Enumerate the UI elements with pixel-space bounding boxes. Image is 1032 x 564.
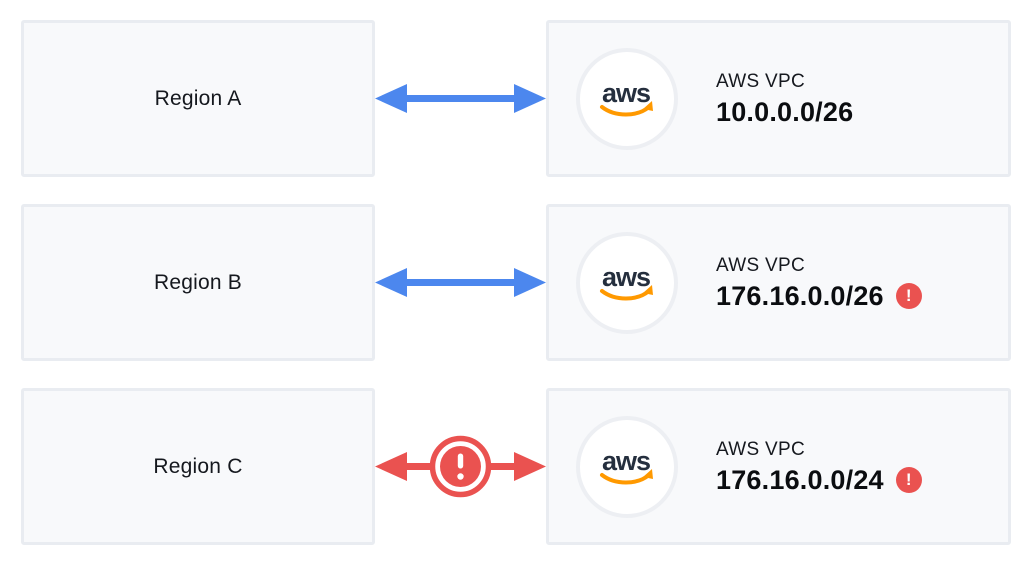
aws-icon: aws xyxy=(576,415,678,518)
connection-c xyxy=(375,388,546,545)
region-box-c: Region C xyxy=(21,388,375,545)
cidr-line: 176.16.0.0/26 ! xyxy=(716,279,922,313)
bidirectional-arrow-warning-icon xyxy=(375,435,546,498)
diagram-rows: Region A aws AWS VPC xyxy=(21,20,1011,545)
aws-logo-icon: aws xyxy=(600,78,653,116)
region-box-b: Region B xyxy=(21,204,375,361)
vpc-label: AWS VPC xyxy=(716,71,806,92)
connection-a xyxy=(375,20,546,177)
bidirectional-arrow-icon xyxy=(375,268,546,297)
region-label: Region C xyxy=(153,454,243,478)
cidr-line: 176.16.0.0/24 ! xyxy=(716,463,922,497)
bidirectional-arrow-icon xyxy=(375,84,546,113)
vpc-card-c: aws AWS VPC 176.16.0.0/24 ! xyxy=(546,388,1011,545)
region-label: Region B xyxy=(154,270,242,294)
vpc-cidr: 176.16.0.0/24 xyxy=(716,465,884,495)
vpc-cidr: 176.16.0.0/26 xyxy=(716,281,884,311)
svg-text:aws: aws xyxy=(602,78,650,108)
peering-row-b: Region B aws AWS VPC xyxy=(21,204,1011,361)
vpc-cidr: 10.0.0.0/26 xyxy=(716,97,854,127)
vpc-label: AWS VPC xyxy=(716,439,806,460)
vpc-text-block: AWS VPC 10.0.0.0/26 ! xyxy=(716,68,853,129)
vpc-label: AWS VPC xyxy=(716,255,806,276)
aws-icon: aws xyxy=(576,47,678,150)
vpc-text-block: AWS VPC 176.16.0.0/24 ! xyxy=(716,436,922,497)
aws-logo-icon: aws xyxy=(600,446,653,484)
cidr-line: 10.0.0.0/26 ! xyxy=(716,95,853,129)
svg-text:aws: aws xyxy=(602,446,650,476)
warning-icon: ! xyxy=(895,467,922,493)
connection-b xyxy=(375,204,546,361)
region-label: Region A xyxy=(154,86,242,110)
vpc-card-a: aws AWS VPC 10.0.0.0/26 ! xyxy=(546,20,1011,177)
peering-row-c: Region C aws xyxy=(21,388,1011,545)
aws-icon: aws xyxy=(576,231,678,334)
peering-row-a: Region A aws AWS VPC xyxy=(21,20,1011,177)
vpc-text-block: AWS VPC 176.16.0.0/26 ! xyxy=(716,252,922,313)
region-box-a: Region A xyxy=(21,20,375,177)
svg-text:aws: aws xyxy=(602,262,650,292)
aws-logo-icon: aws xyxy=(600,262,653,300)
warning-icon: ! xyxy=(895,283,922,309)
vpc-card-b: aws AWS VPC 176.16.0.0/26 ! xyxy=(546,204,1011,361)
